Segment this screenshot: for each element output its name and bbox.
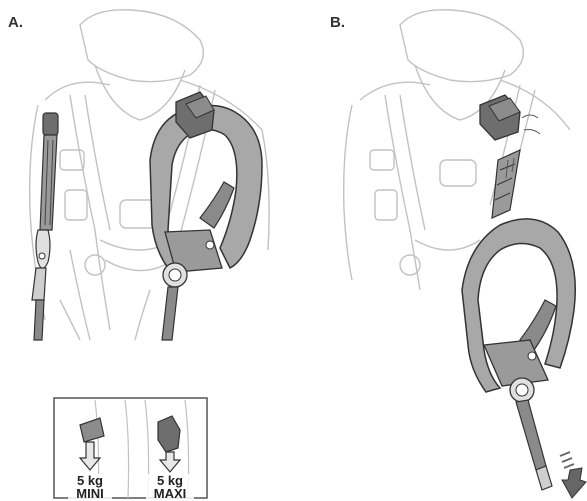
panel-b-torso-outline	[344, 10, 570, 290]
panel-b-strap	[492, 150, 520, 218]
inset-left-note: MINI	[70, 487, 110, 500]
inset-right-note: MAXI	[148, 487, 192, 500]
inset-left-label: 5 kg MINI	[68, 474, 112, 500]
panel-a-torso-outline	[30, 10, 269, 340]
panel-b-hook	[462, 219, 586, 498]
panel-a-hook	[150, 92, 262, 340]
inset-right-label: 5 kg MAXI	[146, 474, 194, 500]
panel-a-lanyard-left	[32, 113, 58, 340]
